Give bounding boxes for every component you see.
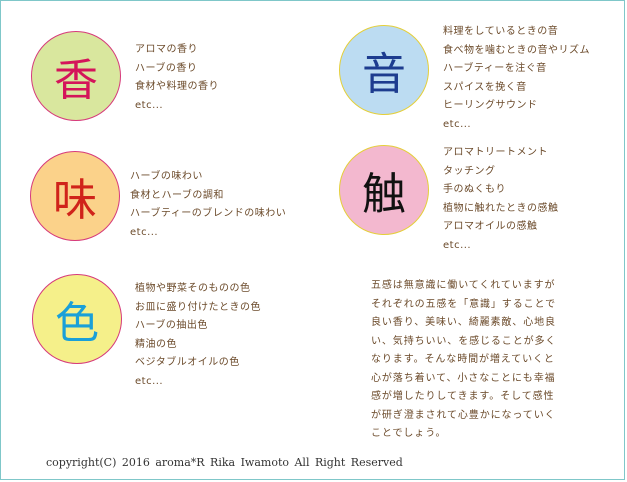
list-item: 精油の色 <box>135 338 177 350</box>
list-item: etc... <box>443 118 472 130</box>
list-item: etc... <box>135 99 164 111</box>
list-item: 手のぬくもり <box>443 184 506 195</box>
list-item: 植物に触れたときの感触 <box>443 202 559 214</box>
sense-kanji: 香 <box>54 55 98 106</box>
sense-list-shoku: アロマトリートメント タッチング 手のぬくもり 植物に触れたときの感触 アロマオ… <box>443 144 559 255</box>
paragraph-line: ことでしょう。 <box>371 428 447 439</box>
sense-circle-shoku: 触 <box>339 145 429 235</box>
sense-kanji: 触 <box>362 169 406 220</box>
list-item: etc... <box>443 239 472 251</box>
sense-circle-oto: 音 <box>339 25 429 115</box>
paragraph-line: い、気持ちいい、を感じることが多く <box>371 335 557 347</box>
sense-list-aji: ハーブの味わい 食材とハーブの調和 ハーブティーのブレンドの味わい etc... <box>130 168 286 242</box>
sense-list-kou: アロマの香り ハーブの香り 食材や料理の香り etc... <box>135 41 219 115</box>
list-item: ハーブティーを注ぐ音 <box>443 63 547 74</box>
list-item: アロマオイルの感触 <box>443 221 538 232</box>
list-item: 食材とハーブの調和 <box>130 189 224 201</box>
sense-kanji: 音 <box>362 49 406 100</box>
list-item: etc... <box>130 226 159 238</box>
list-item: アロマの香り <box>135 44 198 55</box>
list-item: ヒーリングサウンド <box>443 100 538 111</box>
description-paragraph: 五感は無意識に働いてくれていますが それぞれの五感を「意識」することで 良い香り… <box>371 277 621 444</box>
paragraph-line: 心が落ち着いて、小さなことにも幸福 <box>371 372 556 384</box>
sense-list-oto: 料理をしているときの音 食べ物を噛むときの音やリズム ハーブティーを注ぐ音 スパ… <box>443 23 590 134</box>
list-item: スパイスを挽く音 <box>443 81 527 93</box>
list-item: アロマトリートメント <box>443 147 548 158</box>
paragraph-line: 良い香り、美味い、綺麗素敵、心地良 <box>371 317 556 328</box>
list-item: 植物や野菜そのものの色 <box>135 283 251 294</box>
list-item: ハーブの味わい <box>130 171 203 182</box>
sense-circle-iro: 色 <box>32 274 122 364</box>
list-item: ハーブの香り <box>135 62 198 74</box>
sense-list-iro: 植物や野菜そのものの色 お皿に盛り付けたときの色 ハーブの抽出色 精油の色 ベジ… <box>135 280 261 391</box>
list-item: 料理をしているときの音 <box>443 26 559 37</box>
copyright-footer: copyright(C) 2016 aroma*R Rika Iwamoto A… <box>46 456 403 469</box>
list-item: etc... <box>135 375 164 387</box>
list-item: ハーブティーのブレンドの味わい <box>130 208 287 219</box>
sense-kanji: 色 <box>55 298 99 349</box>
list-item: タッチング <box>443 165 496 177</box>
sense-circle-aji: 味 <box>30 151 120 241</box>
sense-circle-kou: 香 <box>31 31 121 121</box>
list-item: 食べ物を噛むときの音やリズム <box>443 44 590 56</box>
paragraph-line: が研ぎ澄まされて心豊かになっていく <box>371 409 556 421</box>
list-item: ハーブの抽出色 <box>135 320 208 331</box>
paragraph-line: 感が増したりしてきます。そして感性 <box>371 391 555 402</box>
paragraph-line: なります。そんな時間が増えていくと <box>371 354 555 365</box>
list-item: 食材や料理の香り <box>135 81 219 92</box>
list-item: お皿に盛り付けたときの色 <box>135 301 261 313</box>
paragraph-line: それぞれの五感を「意識」することで <box>371 298 556 310</box>
paragraph-line: 五感は無意識に働いてくれていますが <box>371 280 556 291</box>
list-item: ベジタブルオイルの色 <box>135 357 240 368</box>
sense-kanji: 味 <box>53 175 97 226</box>
